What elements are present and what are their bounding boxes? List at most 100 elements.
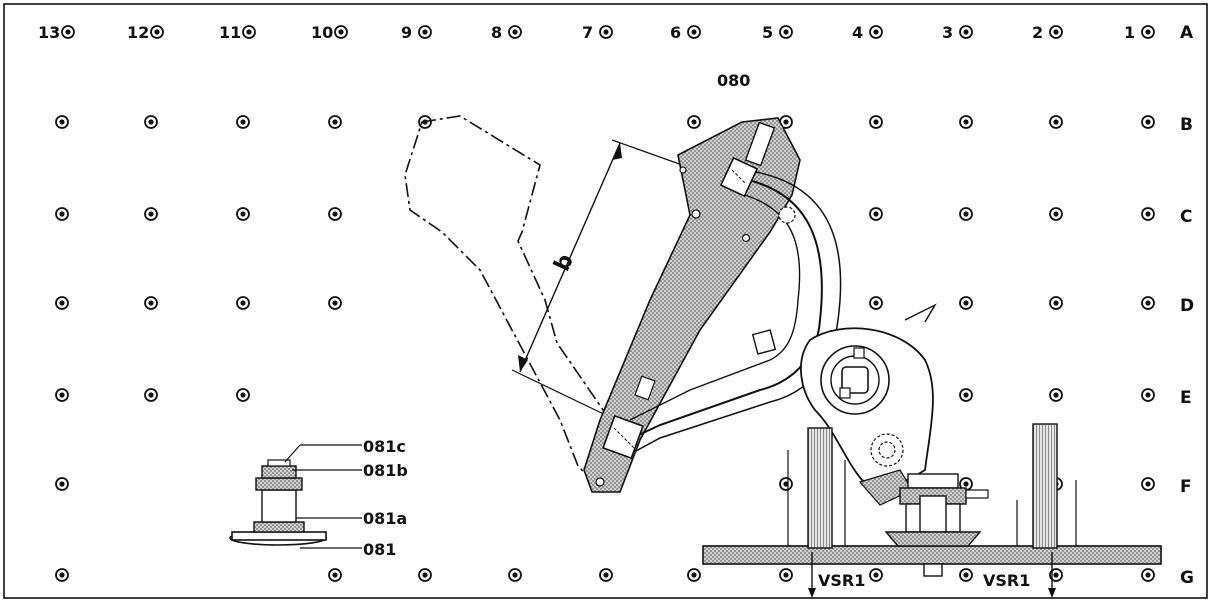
row-label: F [1180,477,1192,497]
support-bar [702,545,1162,565]
grid-hole [236,388,250,402]
row-label: G [1180,568,1194,588]
control-arm [583,117,842,493]
grid-hole [144,296,158,310]
grid-hole [508,568,522,582]
grid-hole [1049,25,1063,39]
grid-hole [144,207,158,221]
grid-hole [599,568,613,582]
column-label: 5 [762,23,773,42]
part-081b-label: 081b [363,461,408,480]
grid-hole [869,296,883,310]
row-label: B [1180,115,1193,135]
row-label: E [1180,388,1192,408]
grid-hole [55,115,69,129]
grid-hole [1049,388,1063,402]
row-label: C [1180,207,1192,227]
grid-hole [328,207,342,221]
grid-hole [1049,207,1063,221]
grid-hole [328,568,342,582]
hole-grid [55,115,1155,582]
dimension-b [511,139,731,419]
column-label: 2 [1032,23,1043,42]
grid-hole [687,115,701,129]
grid-hole [1049,115,1063,129]
vsr1-arrows [808,552,1056,598]
column-label: 10 [311,23,333,42]
grid-hole [687,568,701,582]
column-label: 1 [1124,23,1135,42]
grid-hole [1141,115,1155,129]
grid-hole [334,25,348,39]
grid-hole [959,115,973,129]
grid-hole [869,568,883,582]
column-label: 9 [401,23,412,42]
grid-hole [150,25,164,39]
grid-hole [1049,568,1063,582]
column-label: 12 [127,23,149,42]
grid-hole [959,388,973,402]
grid-hole [959,25,973,39]
grid-hole [779,25,793,39]
grid-hole [869,115,883,129]
grid-hole [55,207,69,221]
column-label: 3 [942,23,953,42]
grid-hole [144,115,158,129]
part-081-label: 081 [363,540,396,559]
grid-hole [779,568,793,582]
row-label: A [1180,23,1194,43]
grid-hole [55,477,69,491]
grid-hole [236,207,250,221]
grid-hole [599,25,613,39]
grid-hole [1141,477,1155,491]
column-label: 11 [219,23,241,42]
grid-hole [959,207,973,221]
grid-hole [328,296,342,310]
grid-hole [242,25,256,39]
grid-hole [1141,207,1155,221]
column-label: 7 [582,23,593,42]
grid-hole [418,25,432,39]
wheel-carrier [800,303,937,506]
column-label: 4 [852,23,863,42]
grid-hole [1141,568,1155,582]
grid-hole [418,568,432,582]
support-left-label: VSR1 [818,571,865,590]
grid-hole [1141,25,1155,39]
grid-hole [328,115,342,129]
alternate-position-outline [404,115,616,494]
grid-hole [236,296,250,310]
grid-hole [1141,388,1155,402]
grid-hole [779,477,793,491]
grid-hole [1049,296,1063,310]
grid-hole [236,115,250,129]
grid-hole [1141,296,1155,310]
grid-hole [55,296,69,310]
column-label: 8 [491,23,502,42]
grid-hole [959,568,973,582]
grid-hole [55,388,69,402]
part-080-label: 080 [717,71,750,90]
sheet-border [3,3,1208,599]
column-label: 6 [670,23,681,42]
grid-hole [869,25,883,39]
grid-hole [144,388,158,402]
grid-hole [55,568,69,582]
part-081-assembly [229,444,362,549]
vertical-supports [787,423,1077,549]
column-labels: 13 12 11 10 9 8 7 6 5 4 3 2 1 [38,23,1155,42]
grid-hole [687,25,701,39]
dimension-b-label: b [550,250,579,275]
grid-hole [61,25,75,39]
support-right-label: VSR1 [983,571,1030,590]
part-081c-label: 081c [363,437,406,456]
bushing-mount [884,473,989,577]
grid-hole [959,296,973,310]
column-label: 13 [38,23,60,42]
grid-hole [508,25,522,39]
row-label: D [1180,296,1194,316]
part-081a-label: 081a [363,509,407,528]
row-labels: A B C D E F G [1180,23,1194,588]
